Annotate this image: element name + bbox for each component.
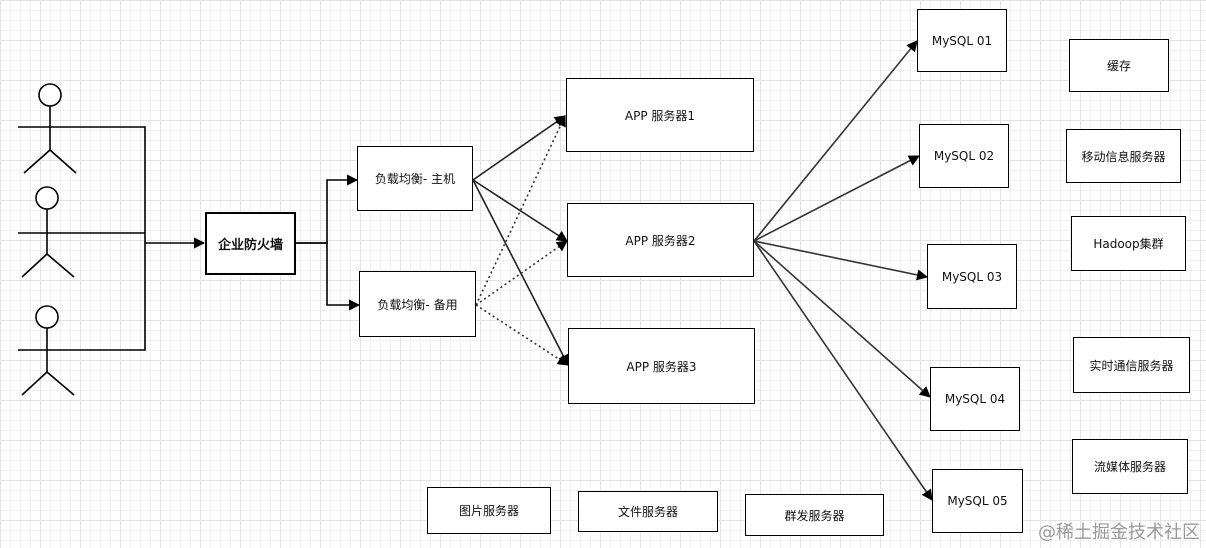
app-server-1-node[interactable]: APP 服务器1 [566,78,754,152]
watermark: @稀土掘金技术社区 [1038,522,1200,543]
user-icon [18,83,82,174]
broadcast-server-node[interactable]: 群发服务器 [745,494,884,536]
mysql-01-node[interactable]: MySQL 01 [917,9,1007,72]
hadoop-cluster-node[interactable]: Hadoop集群 [1071,216,1186,271]
mysql-03-node[interactable]: MySQL 03 [927,244,1017,309]
file-server-node[interactable]: 文件服务器 [578,491,718,532]
mysql-05-node[interactable]: MySQL 05 [932,469,1023,533]
user-connectors [80,126,206,351]
mysql-02-node[interactable]: MySQL 02 [919,124,1009,188]
realtime-comm-server-node[interactable]: 实时通信服务器 [1073,337,1190,393]
cache-node[interactable]: 缓存 [1069,39,1169,92]
mysql-04-node[interactable]: MySQL 04 [930,367,1020,431]
lb-main-to-app-connectors [472,115,569,366]
lb-backup-to-app-connectors [475,114,569,366]
app-server-3-node[interactable]: APP 服务器3 [568,328,755,404]
streaming-server-node[interactable]: 流媒体服务器 [1072,439,1188,494]
app-server-2-node[interactable]: APP 服务器2 [567,203,754,277]
load-balancer-backup-node[interactable]: 负载均衡- 备用 [359,271,476,337]
app-to-mysql-connectors [753,40,933,501]
load-balancer-main-node[interactable]: 负载均衡- 主机 [357,146,473,211]
firewall-node[interactable]: 企业防火墙 [205,212,296,275]
image-server-node[interactable]: 图片服务器 [427,487,551,534]
mobile-info-server-node[interactable]: 移动信息服务器 [1066,129,1181,183]
user-icon [18,305,80,396]
user-icon [18,186,80,278]
firewall-to-lb-connectors [296,174,361,311]
